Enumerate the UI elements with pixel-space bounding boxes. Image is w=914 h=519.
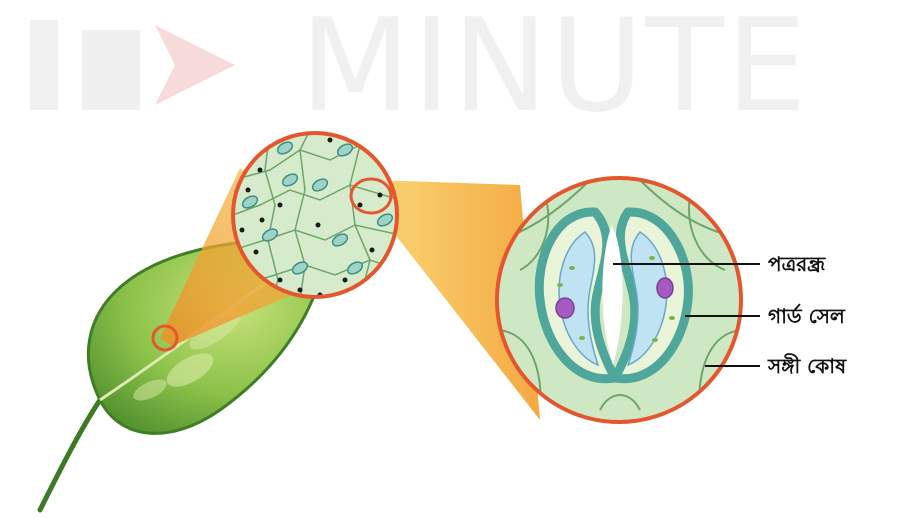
- watermark-arrow-glyph: [155, 25, 235, 105]
- guard-cell-label: গার্ড সেল: [768, 303, 846, 328]
- watermark-logo: MINUTE: [30, 0, 809, 141]
- stoma-label: পত্ররন্ধ্র: [768, 252, 826, 276]
- stoma-closeup: [495, 178, 745, 422]
- watermark-text: MINUTE: [300, 0, 809, 141]
- left-nucleus: [556, 298, 574, 318]
- epidermis-view: [233, 130, 400, 300]
- watermark-one-glyph: [30, 20, 58, 110]
- watermark-zero-glyph: [82, 30, 140, 110]
- right-nucleus: [657, 278, 673, 298]
- subsidiary-cell-label: সঙ্গী কোষ: [767, 353, 847, 378]
